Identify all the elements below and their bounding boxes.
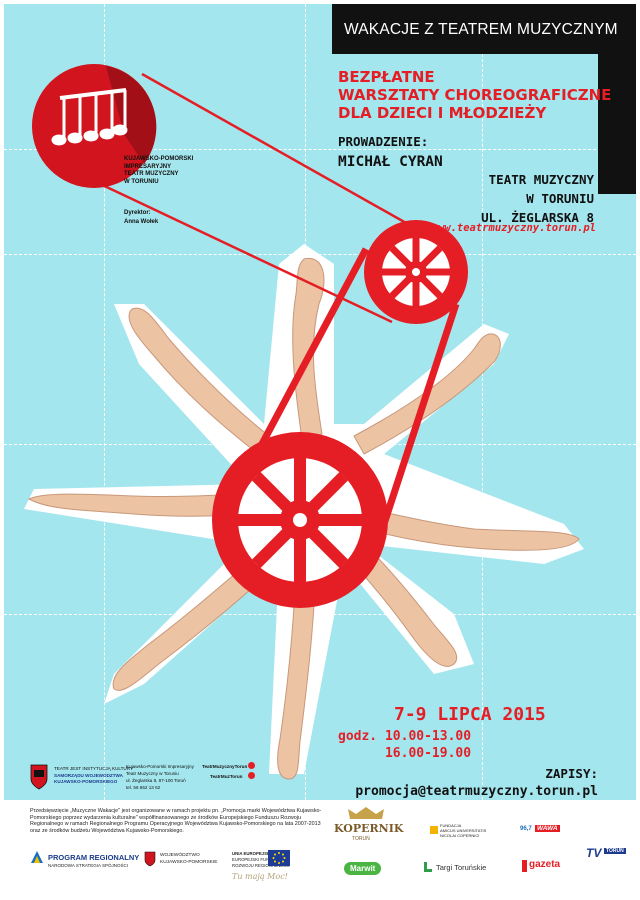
institution-line: SAMORZĄDU WOJEWÓDZTWA — [54, 773, 123, 778]
targi-icon — [424, 862, 432, 872]
website-link[interactable]: www.teatrmuzyczny.torun.pl — [431, 222, 596, 234]
venue-line: W TORUNIU — [526, 191, 594, 206]
voivodeship-crest-icon — [144, 851, 156, 867]
contact-line: Kujawsko-Pomorski Impresaryjny — [126, 764, 194, 769]
venue-line: UL. ŻEGLARSKA 8 — [481, 210, 594, 225]
twitter-handle[interactable]: TeatrMuzTorun — [210, 774, 243, 779]
foundation-line: FUNDACJA — [440, 823, 462, 828]
grid-line — [482, 4, 483, 800]
headline-line: DLA DZIECI I MŁODZIEŻY — [338, 104, 547, 122]
small-wheel — [364, 220, 468, 324]
poster-title: WAKACJE Z TEATREM MUZYCZNYM — [344, 21, 618, 38]
header-bar — [332, 4, 636, 54]
eu-line: EUROPEJSKI FUNDUSZ — [232, 857, 281, 862]
program-regional-sub: NARODOWA STRATEGIA SPÓJNOŚCI — [48, 863, 129, 868]
voivodeship-crest-icon — [30, 764, 48, 790]
voivodeship-line: WOJEWÓDZTWO — [160, 853, 200, 858]
grid-line — [4, 254, 636, 255]
signup-label: ZAPISY: — [545, 766, 598, 781]
leg-upper-left — [128, 307, 280, 461]
sponsor-kopernik-sub: TORUŃ — [352, 836, 370, 842]
grid-line — [4, 149, 636, 150]
leader-name: MICHAŁ CYRAN — [338, 154, 443, 170]
header-side-bar — [598, 54, 636, 194]
program-regional-icon — [31, 851, 43, 863]
org-line: KUJAWSKO-POMORSKI — [124, 156, 194, 162]
music-notes-icon — [51, 88, 128, 146]
large-wheel — [212, 432, 388, 608]
director-label: Dyrektor: — [124, 210, 151, 216]
sponsor-kopernik: KOPERNIK — [334, 822, 404, 835]
signup-email[interactable]: promocja@teatrmuzyczny.torun.pl — [355, 784, 598, 799]
foundation-line: NICOLAI COPERNICI — [440, 833, 480, 838]
org-line: IMPRESARYJNY — [124, 163, 172, 170]
wheel-belt — [250, 247, 460, 526]
hours-line: 16.00-19.00 — [338, 746, 472, 761]
contact-line: tel. 56 652 13 62 — [126, 785, 161, 790]
leader-label: PROWADZENIE: — [338, 134, 429, 149]
hours-line: godz. 10.00-13.00 — [338, 729, 472, 744]
slogan: Tu mają Moc! — [232, 872, 288, 881]
event-dates: 7-9 LIPCA 2015 — [394, 704, 546, 725]
radio-name: WAWA — [535, 825, 560, 832]
org-line: W TORUNIU — [124, 178, 159, 185]
director-name: Anna Wołek — [124, 219, 159, 225]
theatre-logo — [32, 64, 157, 188]
twitter-icon — [248, 772, 255, 779]
sponsor-gazeta: gazeta — [529, 859, 561, 870]
radio-frequency: 96,7 — [520, 826, 532, 832]
eu-line: ROZWOJU REGIONALNEGO — [232, 863, 290, 868]
facebook-handle[interactable]: TeatrMuzycznyTorun — [202, 764, 248, 769]
artwork — [24, 64, 584, 780]
institution-line: TEATR JEST INSTYTUCJĄ KULTURY — [54, 766, 134, 771]
eu-flag-icon — [268, 850, 290, 866]
foundation-icon — [430, 826, 438, 834]
foundation-line: AMICUS UNIVERSITATIS — [440, 828, 487, 833]
venue-address: TEATR MUZYCZNY W TORUNIU UL. ŻEGLARSKA 8 — [481, 170, 594, 227]
gazeta-icon — [522, 860, 527, 872]
venue-line: TEATR MUZYCZNY — [488, 172, 594, 187]
headline-line: BEZPŁATNE — [338, 68, 435, 86]
contact-line: ul. Żeglarska 8, 87-100 Toruń — [126, 778, 186, 783]
tv-name: TORUŃ — [604, 848, 626, 854]
program-regional: PROGRAM REGIONALNY — [48, 853, 140, 862]
org-line: TEATR MUZYCZNY — [124, 171, 179, 177]
tv-logo: TV — [586, 846, 602, 860]
kopernik-crown-icon — [348, 807, 384, 819]
event-hours: godz. 10.00-13.00 16.00-19.00 — [338, 728, 471, 762]
funding-note: Przedsięwzięcie „Muzyczne Wakacje" jest … — [30, 808, 322, 834]
facebook-icon — [248, 762, 255, 769]
headline-line: WARSZTATY CHOREOGRAFICZNE — [338, 86, 612, 104]
institution-line: KUJAWSKO-POMORSKIEGO — [54, 779, 118, 784]
sponsor-targi: Targi Toruńskie — [436, 863, 487, 872]
poster: WAKACJE Z TEATREM MUZYCZNYM BEZPŁATNE WA… — [4, 4, 636, 800]
eu-line: UNIA EUROPEJSKA — [232, 851, 274, 856]
voivodeship-line: KUJAWSKO-POMORSKIE — [160, 860, 218, 865]
contact-line: Teatr Muzyczny w Toruniu — [126, 771, 179, 776]
grid-line — [104, 4, 105, 800]
headline: BEZPŁATNE WARSZTATY CHOREOGRAFICZNE DLA … — [338, 68, 611, 122]
organization-name: KUJAWSKO-POMORSKI IMPRESARYJNY TEATR MUZ… — [124, 156, 193, 186]
sponsor-marwit: Marwit — [344, 862, 382, 875]
